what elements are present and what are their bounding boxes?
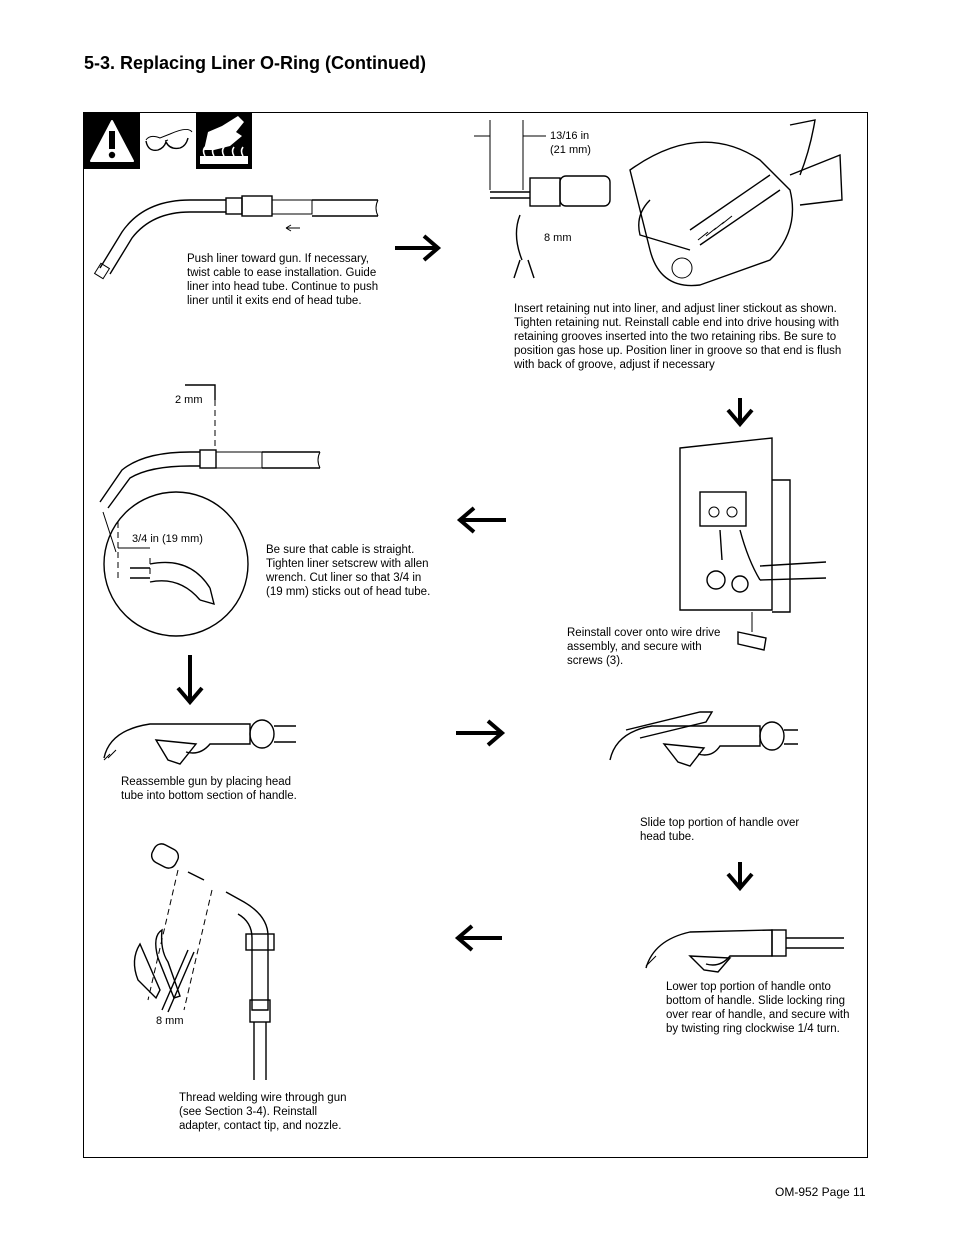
gun-assembly-drawing-1 xyxy=(103,719,296,765)
gun-liner-drawing-2 xyxy=(99,384,321,637)
page-title: 5-3. Replacing Liner O-Ring (Continued) xyxy=(84,53,426,73)
gun-liner-drawing-1 xyxy=(93,195,379,280)
safety-glasses-icon xyxy=(140,113,196,169)
caption-push-liner: Push liner toward gun. If necessary, twi… xyxy=(187,253,379,307)
drive-assembly-drawing xyxy=(474,119,843,287)
caption-reinstall-cover: Reinstall cover onto wire drive assembly… xyxy=(567,627,721,667)
caption-insert-nut: Insert retaining nut into liner, and adj… xyxy=(514,303,842,371)
hot-surface-icon xyxy=(196,113,252,169)
caption-lower-top: Lower top portion of handle onto bottom … xyxy=(666,981,850,1035)
allen-size-label: 2 mm xyxy=(175,394,203,406)
stickout-mm-label: (21 mm) xyxy=(550,144,591,156)
wire-drive-cover-drawing xyxy=(679,437,827,651)
caption-cable-straight: Be sure that cable is straight. Tighten … xyxy=(266,544,431,598)
caption-slide-top: Slide top portion of handle over head tu… xyxy=(640,817,800,843)
caption-reassemble-gun: Reassemble gun by placing head tube into… xyxy=(121,776,297,802)
stickout-in-label: 13/16 in xyxy=(550,130,590,142)
wrench-size-label-bottom: 8 mm xyxy=(156,1015,184,1027)
procedure-frame xyxy=(83,112,868,1158)
cut-length-label: 3/4 in (19 mm) xyxy=(132,533,203,545)
gun-assembly-drawing-4 xyxy=(133,843,275,1080)
warning-icon xyxy=(84,113,140,169)
gun-assembly-drawing-2 xyxy=(609,711,798,767)
gun-assembly-drawing-3 xyxy=(645,929,844,973)
page-footer: OM-952 Page 11 xyxy=(775,1185,866,1199)
flow-arrows xyxy=(176,234,754,952)
caption-thread-wire: Thread welding wire through gun (see Sec… xyxy=(179,1092,347,1132)
wrench-size-label-top: 8 mm xyxy=(544,232,572,244)
